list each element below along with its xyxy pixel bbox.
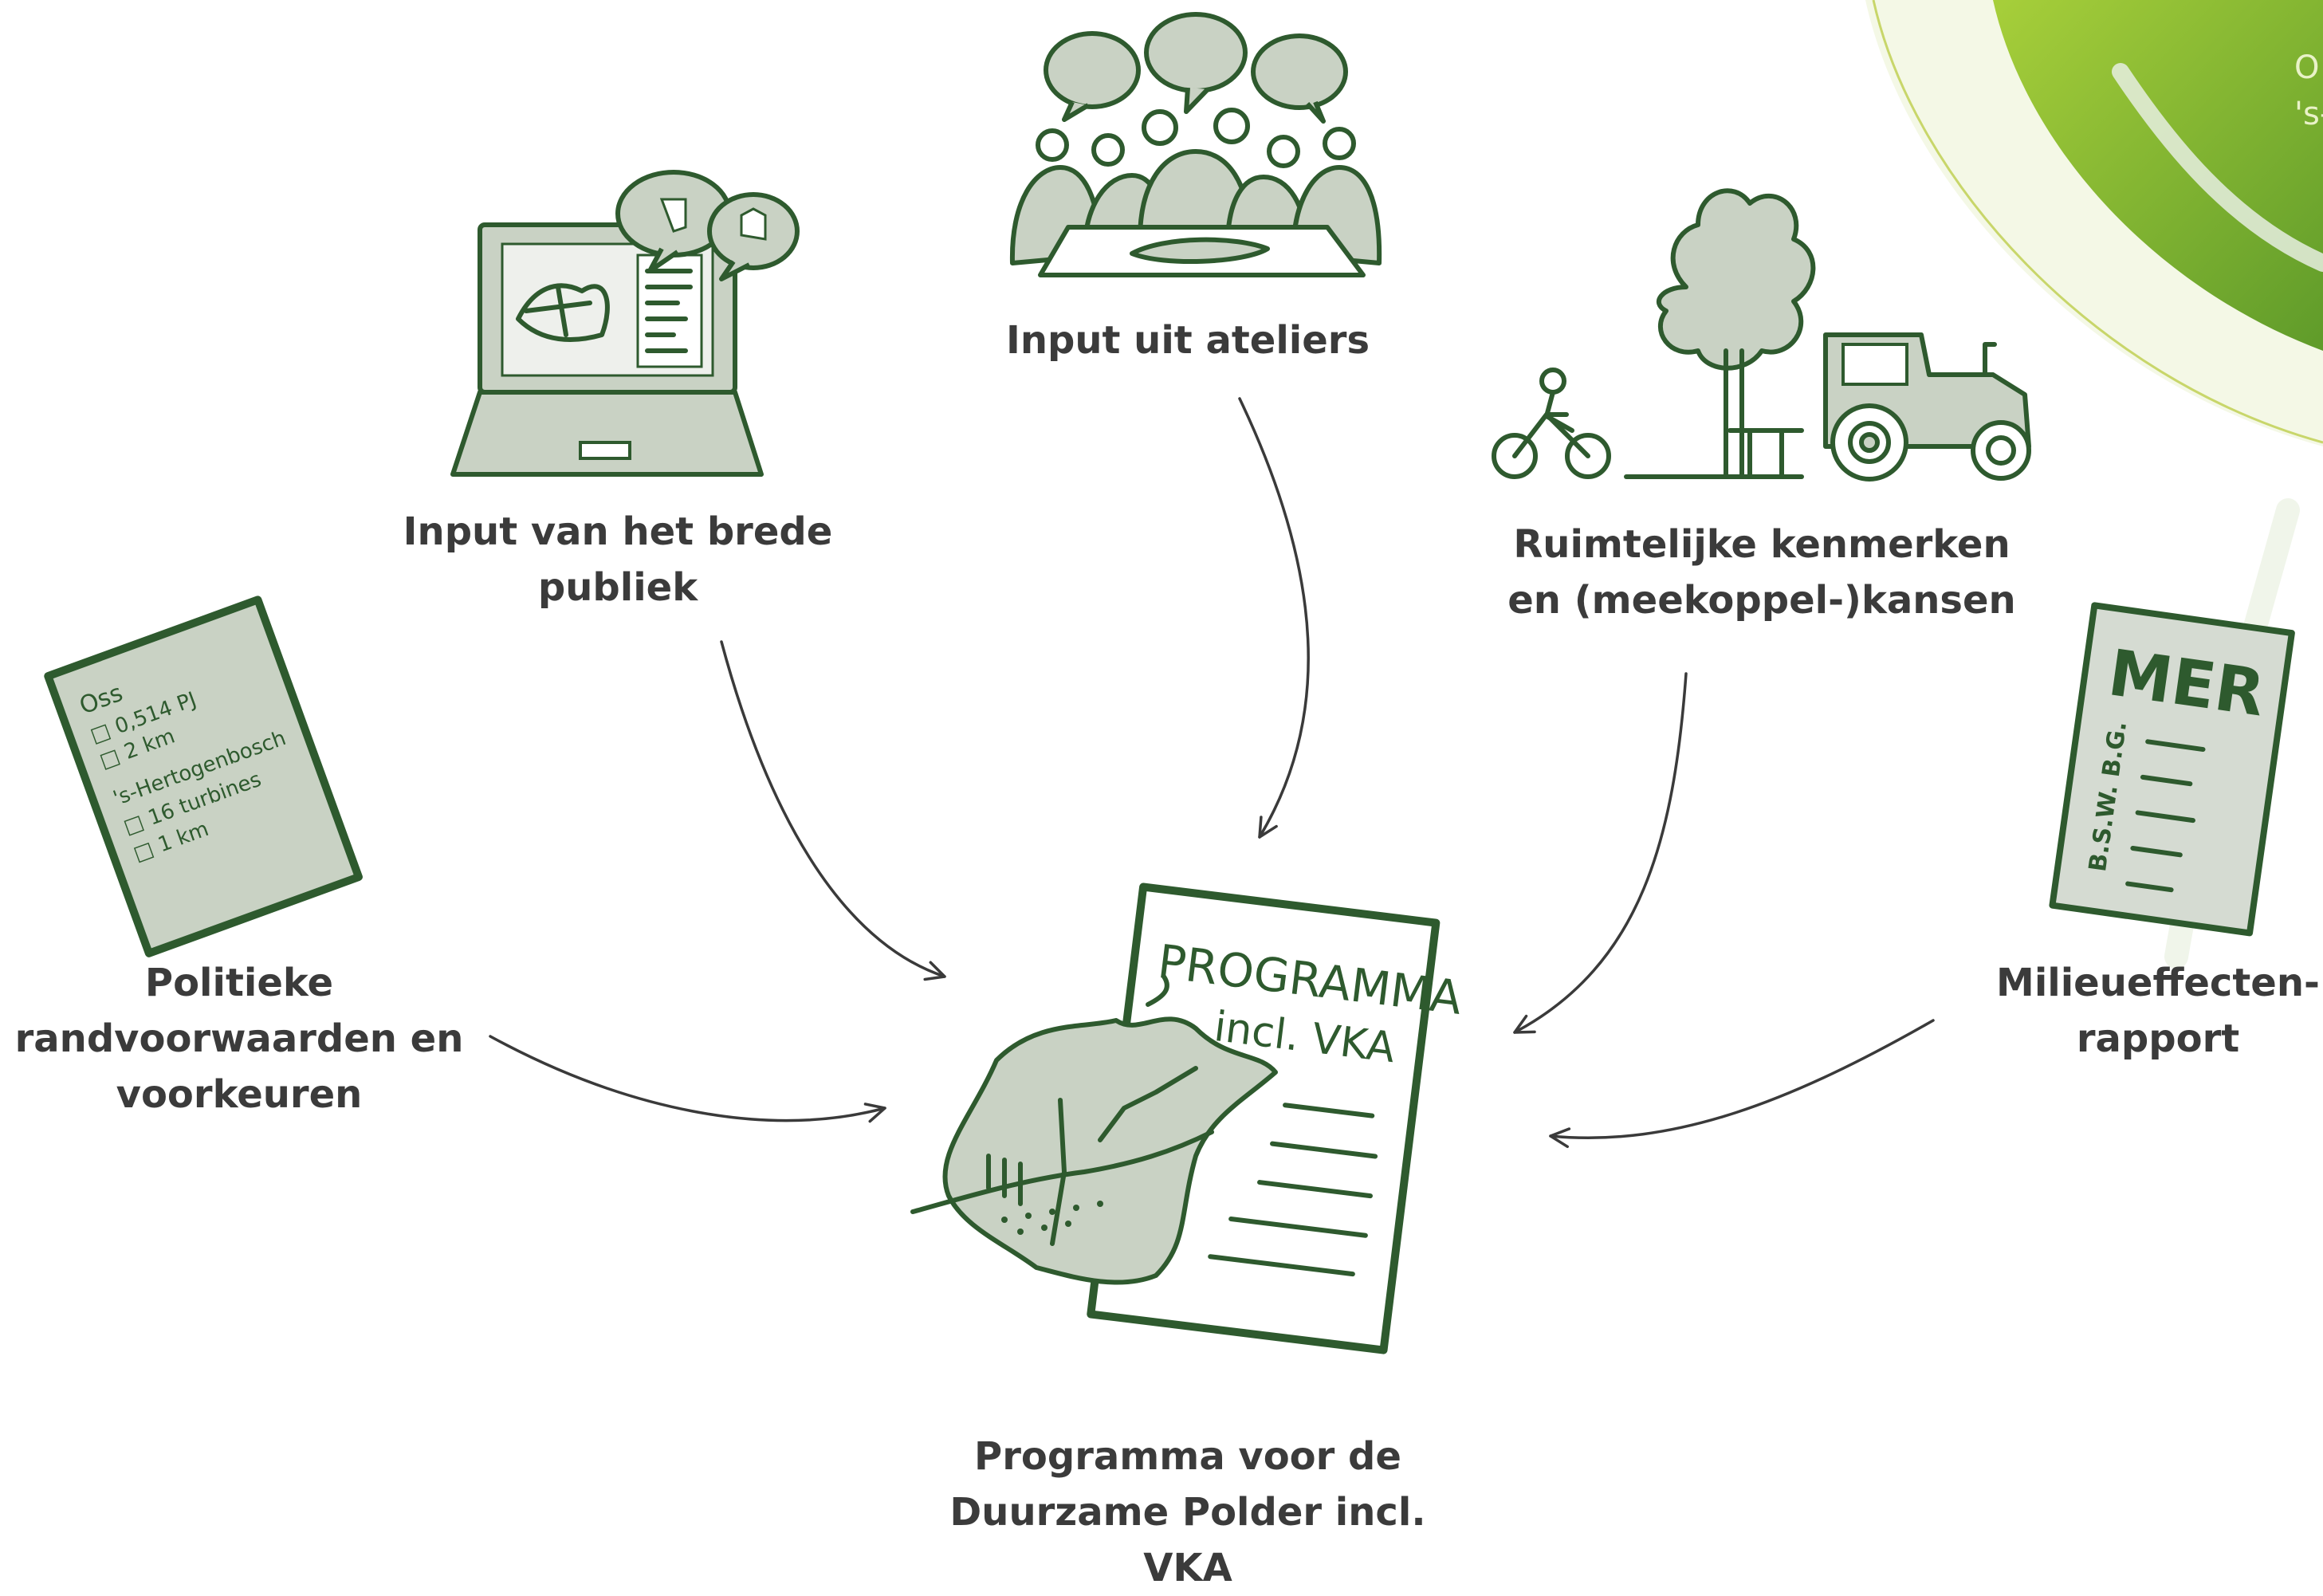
label-ruimte: Ruimtelijke kenmerken en (meekoppel-)kan…	[1459, 517, 2065, 628]
arrow-politiek-to-program	[489, 1035, 886, 1123]
label-programma-line-1: Programma voor de	[974, 1434, 1401, 1479]
program-map-document-icon: PROGRAMMA incl. VKA	[910, 883, 1465, 1354]
corner-logo-text: O 's-	[2294, 45, 2323, 137]
label-politiek: Politieke randvoorwaarden en voorkeuren	[8, 955, 470, 1122]
laptop-feedback-icon	[450, 170, 800, 477]
label-politiek-line-1: Politieke	[144, 961, 334, 1005]
group-meeting-icon	[1009, 12, 1382, 277]
landscape-cycle-tree-tractor-icon	[1492, 188, 2031, 482]
label-mer: Milieueffecten- rapport	[1993, 955, 2323, 1067]
label-mer-line-1: Milieueffecten-	[1996, 961, 2320, 1005]
label-programma-line-2: Duurzame Polder incl.	[949, 1490, 1426, 1535]
label-publiek-line-2: publiek	[537, 565, 698, 610]
label-ruimte-line-2: en (meekoppel-)kansen	[1507, 578, 2016, 623]
label-programma: Programma voor de Duurzame Polder incl. …	[925, 1429, 1451, 1596]
label-publiek: Input van het brede publiek	[379, 504, 857, 615]
arrow-mer-to-program	[1549, 1019, 1935, 1149]
arrow-ruimte-to-program	[1513, 672, 1688, 1034]
arrow-publiek-to-program	[720, 640, 946, 981]
label-programma-line-3: VKA	[1143, 1546, 1232, 1590]
mer-report-icon: MER B.S.W. B.G.	[2049, 602, 2295, 937]
label-politiek-line-3: voorkeuren	[116, 1072, 363, 1117]
label-atelier: Input uit ateliers	[989, 313, 1387, 368]
label-politiek-line-2: randvoorwaarden en	[14, 1016, 464, 1061]
checklist-note-icon: Oss □ 0,514 PJ □ 2 km 's-Hertogenbosch □…	[44, 596, 363, 957]
label-publiek-line-1: Input van het brede	[403, 509, 833, 554]
label-atelier-line-1: Input uit ateliers	[1005, 318, 1370, 363]
label-mer-line-2: rapport	[2076, 1016, 2240, 1061]
label-ruimte-line-1: Ruimtelijke kenmerken	[1513, 522, 2011, 567]
corner-text-line-2: 's-	[2294, 96, 2323, 132]
arrow-atelier-to-program	[1238, 397, 1310, 839]
corner-text-line-1: O	[2294, 49, 2320, 86]
